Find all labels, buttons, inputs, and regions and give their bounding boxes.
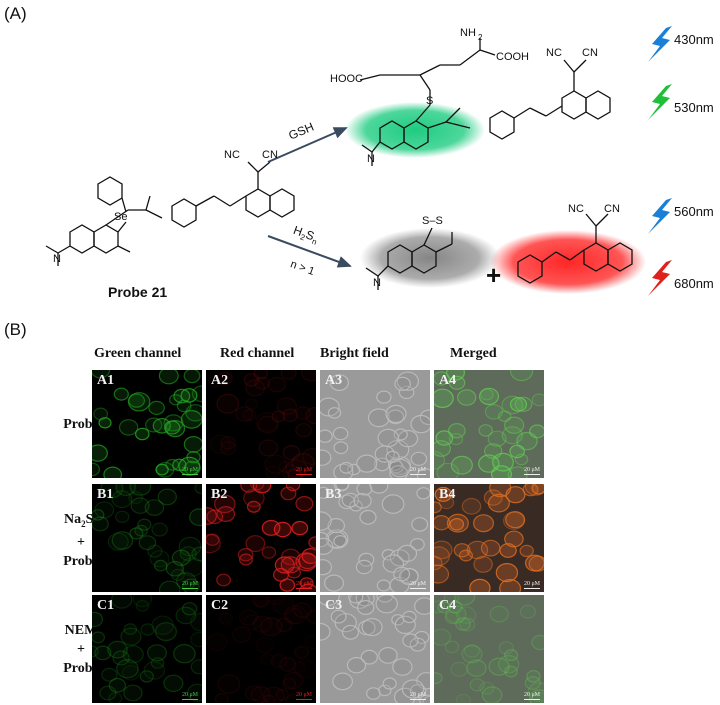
scale-bar: 20 μM bbox=[181, 692, 198, 698]
row-label: Na2S2+Probe bbox=[63, 511, 99, 570]
h2sn-arrow-label: H2Sn bbox=[291, 223, 321, 247]
tile-label: B2 bbox=[211, 487, 228, 502]
atom-nc-gsh: NC bbox=[546, 47, 562, 59]
column-header: Merged bbox=[450, 346, 497, 361]
h2sn-condition-label: n > 1 bbox=[289, 258, 316, 278]
lightning-bolt-icon bbox=[648, 198, 672, 234]
micrograph-c4: C4 20 μM bbox=[434, 595, 544, 703]
atom-cn-red: CN bbox=[604, 203, 620, 215]
micrograph-b4: B4 20 μM bbox=[434, 484, 544, 592]
tile-label: B3 bbox=[325, 487, 342, 502]
atom-cooh: COOH bbox=[496, 51, 529, 63]
lightning-bolt-icon bbox=[648, 26, 672, 62]
atom-nh2: NH bbox=[460, 27, 476, 39]
green-glow bbox=[345, 102, 485, 158]
atom-ss: S–S bbox=[422, 215, 443, 227]
tile-label: B4 bbox=[439, 487, 456, 502]
atom-n-probe: N bbox=[53, 253, 61, 265]
tile-label: A2 bbox=[211, 373, 229, 388]
atom-hooc: HOOC bbox=[330, 73, 363, 85]
tile-label: C4 bbox=[439, 598, 457, 613]
lightning-bolt-icon bbox=[648, 84, 672, 120]
scale-bar: 20 μM bbox=[523, 692, 540, 698]
micrograph-a1: A1 20 μM bbox=[92, 370, 202, 478]
micrograph-b2: B2 20 μM bbox=[206, 484, 316, 592]
atom-nc-probe: NC bbox=[224, 149, 240, 161]
reaction-scheme: Se NC CN NC CN NC CN NH 2 COOH HOOC S N … bbox=[45, 26, 714, 300]
probe-label: Probe 21 bbox=[108, 284, 167, 300]
emission-bolts: 430nm 530nm 560nm 680nm bbox=[648, 26, 714, 296]
column-header: Bright field bbox=[320, 346, 389, 361]
emission-wavelength-label: 680nm bbox=[674, 276, 714, 291]
micrograph-c1: C1 20 μM bbox=[92, 595, 202, 703]
atom-nc-red: NC bbox=[568, 203, 584, 215]
probe-structure bbox=[45, 161, 295, 266]
gsh-arrow bbox=[267, 127, 348, 163]
scale-bar: 20 μM bbox=[295, 581, 312, 587]
micrograph-c3: C3 20 μM bbox=[320, 595, 430, 703]
micrograph-a4: A4 20 μM bbox=[434, 370, 544, 478]
lightning-bolt-icon bbox=[648, 260, 672, 296]
atom-se: Se bbox=[114, 211, 127, 223]
scale-bar: 20 μM bbox=[181, 581, 198, 587]
panel-label-a: (A) bbox=[4, 4, 27, 23]
emission-wavelength-label: 430nm bbox=[674, 32, 714, 47]
tile-label: C1 bbox=[97, 598, 115, 613]
scale-bar: 20 μM bbox=[523, 581, 540, 587]
micrograph-b3: B3 20 μM bbox=[320, 484, 430, 592]
tile-label: A3 bbox=[325, 373, 343, 388]
panel-label-b: (B) bbox=[4, 320, 27, 339]
micrograph-a2: A2 20 μM bbox=[206, 370, 316, 478]
emission-wavelength-label: 530nm bbox=[674, 100, 714, 115]
scale-bar: 20 μM bbox=[409, 467, 426, 473]
scale-bar: 20 μM bbox=[295, 692, 312, 698]
column-header: Green channel bbox=[94, 346, 182, 361]
scale-bar: 20 μM bbox=[409, 581, 426, 587]
scale-bar: 20 μM bbox=[295, 467, 312, 473]
gsh-product-structure bbox=[359, 38, 611, 166]
atom-s-gsh: S bbox=[426, 95, 433, 107]
tile-label: C2 bbox=[211, 598, 229, 613]
atom-cn-gsh: CN bbox=[582, 47, 598, 59]
atom-cn-probe: CN bbox=[262, 149, 278, 161]
column-header: Red channel bbox=[220, 346, 295, 361]
scale-bar: 20 μM bbox=[181, 467, 198, 473]
scale-bar: 20 μM bbox=[409, 692, 426, 698]
h2sn-product-structures bbox=[365, 213, 633, 290]
micrograph-c2: C2 20 μM bbox=[206, 595, 316, 703]
h2sn-arrow bbox=[267, 235, 352, 268]
red-glow bbox=[490, 230, 646, 294]
tile-label: B1 bbox=[97, 487, 114, 502]
micrograph-b1: B1 20 μM bbox=[92, 484, 202, 592]
atom-n-gsh: N bbox=[367, 153, 375, 165]
atom-n-gray: N bbox=[373, 277, 381, 289]
row-label: Probe bbox=[63, 416, 99, 432]
micrograph-a3: A3 20 μM bbox=[320, 370, 430, 478]
atom-nh2-sub: 2 bbox=[478, 33, 483, 42]
emission-wavelength-label: 560nm bbox=[674, 204, 714, 219]
gray-glow bbox=[360, 228, 500, 288]
tile-label: A4 bbox=[439, 373, 457, 388]
tile-label: A1 bbox=[97, 373, 115, 388]
plus-sign: + bbox=[486, 260, 501, 290]
tile-label: C3 bbox=[325, 598, 343, 613]
row-label: NEM+Probe bbox=[63, 622, 99, 676]
gsh-arrow-label: GSH bbox=[286, 120, 315, 143]
scale-bar: 20 μM bbox=[523, 467, 540, 473]
